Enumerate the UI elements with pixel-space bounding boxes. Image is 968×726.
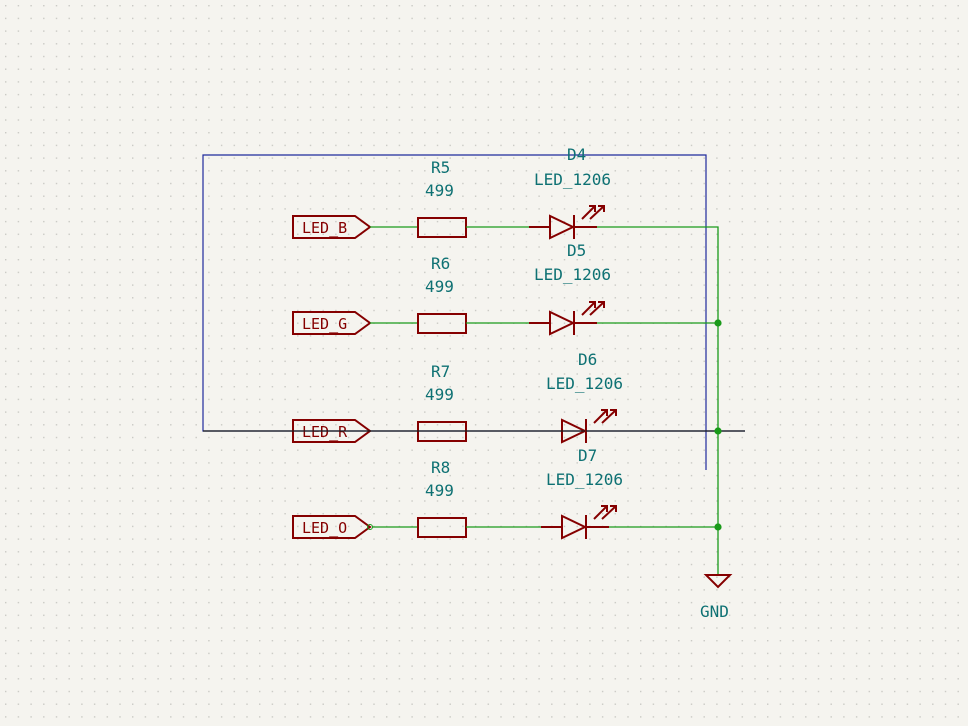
global-label-text: LED_G [302, 315, 347, 333]
resistor-r7[interactable]: R7 499 [417, 362, 467, 442]
global-label-led-b[interactable]: LED_B [292, 215, 372, 239]
global-label-led-r[interactable]: LED_R [292, 419, 372, 443]
led-ref: D7 [578, 446, 597, 465]
led-value: LED_1206 [534, 170, 611, 189]
channel-row-led-r: LED_R R7 499 D6 LED_1206 [292, 350, 623, 444]
resistor-ref: R6 [431, 254, 450, 273]
global-label-led-g[interactable]: LED_G [292, 311, 372, 335]
led-ref: D4 [567, 145, 586, 164]
resistor-value: 499 [425, 385, 454, 404]
led-value: LED_1206 [546, 374, 623, 393]
resistor-value: 499 [425, 181, 454, 200]
led-ref: D5 [567, 241, 586, 260]
gnd-power-symbol[interactable]: GND [700, 574, 733, 621]
led-d4[interactable]: D4 LED_1206 [529, 145, 611, 240]
junction-dot [714, 427, 722, 435]
led-value: LED_1206 [546, 470, 623, 489]
led-value: LED_1206 [534, 265, 611, 284]
channel-row-led-b: LED_B R5 499 D4 LED_1206 [292, 145, 719, 323]
resistor-ref: R7 [431, 362, 450, 381]
resistor-value: 499 [425, 481, 454, 500]
resistor-r6[interactable]: R6 499 [417, 254, 467, 334]
gnd-label: GND [700, 602, 729, 621]
led-d7[interactable]: D7 LED_1206 [541, 446, 623, 540]
resistor-ref: R8 [431, 458, 450, 477]
led-ref: D6 [578, 350, 597, 369]
resistor-ref: R5 [431, 158, 450, 177]
junction-dot [714, 523, 722, 531]
wire[interactable] [597, 226, 719, 323]
led-d5[interactable]: D5 LED_1206 [529, 241, 611, 336]
channel-row-led-g: LED_G R6 499 D5 LED_1206 [292, 241, 718, 336]
global-label-text: LED_O [302, 519, 347, 537]
channel-row-led-o: LED_O R8 499 D7 LED_1206 [292, 446, 718, 540]
resistor-value: 499 [425, 277, 454, 296]
global-label-text: LED_B [302, 219, 347, 237]
junction-dot [714, 319, 722, 327]
resistor-r8[interactable]: R8 499 [417, 458, 467, 538]
global-label-text: LED_R [302, 423, 348, 441]
